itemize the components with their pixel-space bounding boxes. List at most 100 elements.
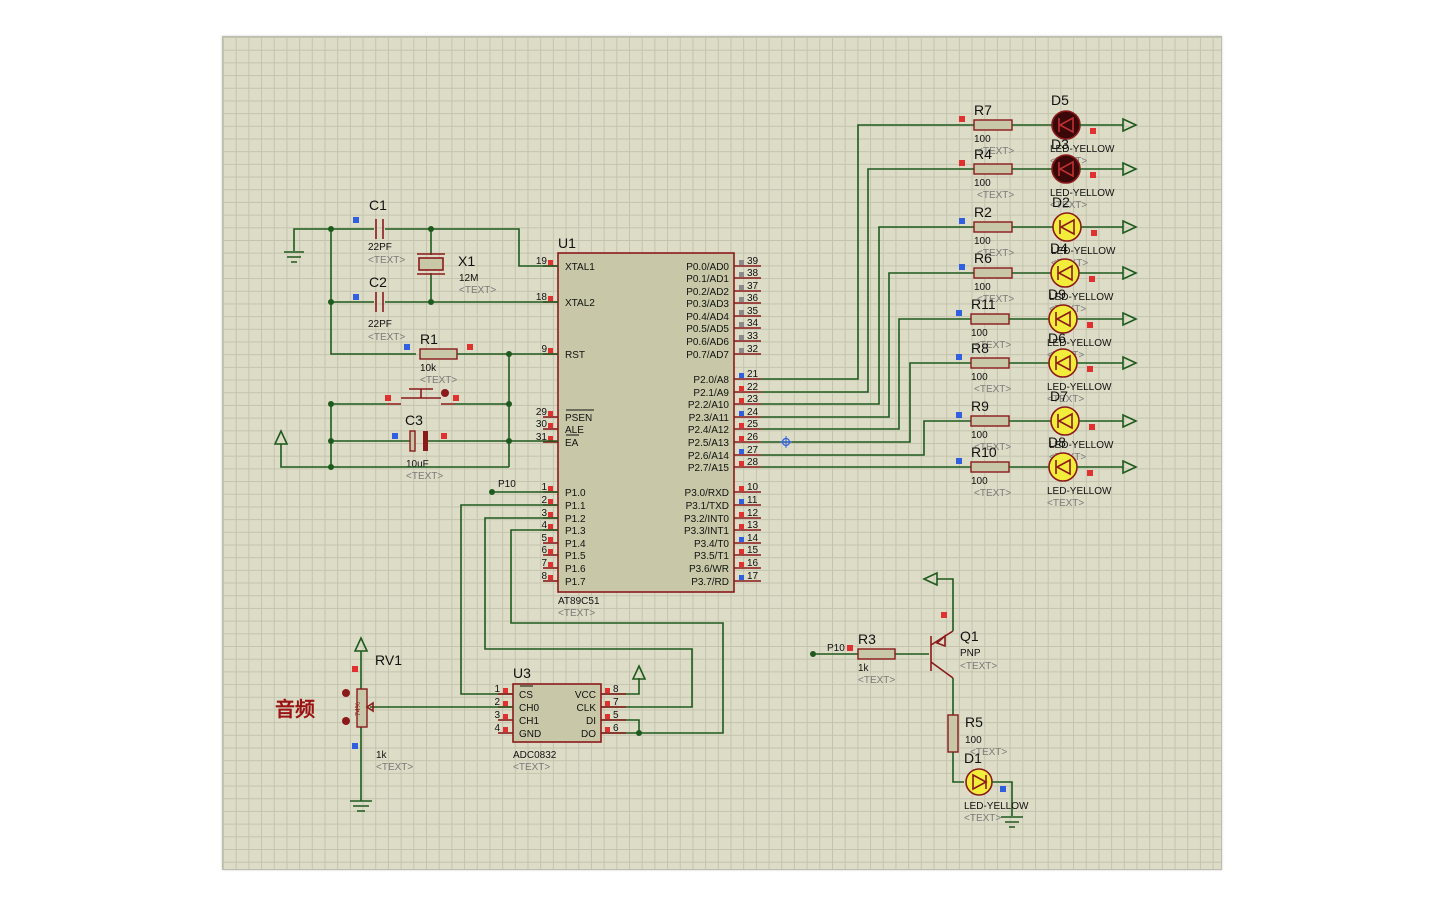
led-resistor[interactable] bbox=[970, 313, 1010, 325]
pin-state-marker bbox=[1090, 172, 1096, 178]
c3-text: <TEXT> bbox=[406, 471, 443, 482]
mcu-pin-name: P3.0/RXD bbox=[685, 488, 729, 499]
led-diode-icon[interactable] bbox=[1048, 304, 1078, 334]
pin-state-marker bbox=[548, 575, 553, 580]
pin-state-marker bbox=[956, 458, 962, 464]
pin-state-marker bbox=[956, 354, 962, 360]
led-diode-icon[interactable] bbox=[1050, 406, 1080, 436]
c2-text: <TEXT> bbox=[368, 332, 405, 343]
led-ref: D3 bbox=[1051, 136, 1069, 152]
mcu-pin-number: 26 bbox=[747, 432, 759, 443]
pin-state-marker bbox=[739, 537, 744, 542]
led-diode-icon[interactable] bbox=[1050, 258, 1080, 288]
c3-ref: C3 bbox=[405, 412, 423, 428]
mcu-pin-name: P1.1 bbox=[565, 501, 586, 512]
led-diode-icon[interactable] bbox=[1048, 348, 1078, 378]
led-diode-icon[interactable] bbox=[1051, 154, 1081, 184]
led-resistor[interactable] bbox=[970, 415, 1010, 427]
led-wire bbox=[761, 272, 974, 418]
c2-ref: C2 bbox=[369, 274, 387, 290]
mcu-pin-number: 15 bbox=[747, 545, 759, 556]
clock-circuit[interactable]: C1 22PF <TEXT> C2 22PF <TEXT> X1 12M <TE… bbox=[284, 197, 558, 355]
led-resistor[interactable] bbox=[970, 461, 1010, 473]
pin-state-marker bbox=[959, 160, 965, 166]
led-resistor-value: 100 bbox=[971, 476, 988, 487]
led-resistor[interactable] bbox=[973, 267, 1013, 279]
adc-ref: U3 bbox=[513, 665, 531, 681]
pin-state-marker bbox=[739, 411, 744, 416]
led-bank[interactable]: R7100<TEXT>D5LED-YELLOW<TEXT>R4100<TEXT>… bbox=[761, 92, 1138, 509]
pin-state-marker bbox=[548, 423, 553, 428]
led-diode-icon[interactable] bbox=[1048, 452, 1078, 482]
led-resistor[interactable] bbox=[973, 221, 1013, 233]
pin-state-marker bbox=[739, 549, 744, 554]
led-resistor-text: <TEXT> bbox=[974, 384, 1011, 395]
rv1-text: <TEXT> bbox=[376, 762, 413, 773]
p1-adc-wiring: P10 bbox=[460, 479, 724, 736]
pin-state-marker bbox=[548, 549, 553, 554]
led-text: <TEXT> bbox=[1047, 498, 1084, 509]
led-diode-icon[interactable] bbox=[1052, 212, 1082, 242]
mcu-pin-number: 6 bbox=[541, 545, 547, 556]
led-resistor[interactable] bbox=[973, 163, 1013, 175]
mcu-pin-name: P3.7/RD bbox=[691, 577, 729, 588]
led-resistor-ref: R7 bbox=[974, 102, 992, 118]
pin-state-marker bbox=[739, 310, 744, 315]
adc-pin-name: DI bbox=[586, 716, 596, 727]
mcu-pin-number: 1 bbox=[541, 482, 547, 493]
potentiometer-rv1[interactable]: 74% RV1 1k <TEXT> 音频 bbox=[275, 636, 513, 812]
led-wire bbox=[761, 168, 974, 393]
q1-type: PNP bbox=[960, 648, 981, 659]
mcu-pin-number: 23 bbox=[747, 394, 759, 405]
led-ref: D5 bbox=[1051, 92, 1069, 108]
mcu-pin-number: 39 bbox=[747, 256, 759, 267]
led-diode-icon[interactable] bbox=[1051, 110, 1081, 140]
mcu-pin-number: 36 bbox=[747, 293, 759, 304]
led-part: LED-YELLOW bbox=[1047, 338, 1112, 349]
mcu-pin-number: 27 bbox=[747, 445, 759, 456]
pin-state-marker bbox=[739, 512, 744, 517]
led-ref: D9 bbox=[1048, 286, 1066, 302]
led-resistor[interactable] bbox=[973, 119, 1013, 131]
mcu-pin-name: P0.7/AD7 bbox=[686, 350, 729, 361]
led-resistor-value: 100 bbox=[974, 134, 991, 145]
led-ref: D8 bbox=[1048, 434, 1066, 450]
mcu-pin-number: 16 bbox=[747, 558, 759, 569]
led-resistor-text: <TEXT> bbox=[974, 340, 1011, 351]
mcu-pin-name: P2.6/A14 bbox=[688, 451, 730, 462]
schematic-canvas[interactable]: U1 AT89C51 <TEXT> 19XTAL118XTAL29RST29PS… bbox=[223, 37, 1221, 869]
adc-pin-name: CH0 bbox=[519, 703, 539, 714]
mcu-ref: U1 bbox=[558, 235, 576, 251]
led-resistor-value: 100 bbox=[974, 178, 991, 189]
adc-pin-number: 5 bbox=[613, 710, 619, 721]
led-triangle-icon bbox=[1055, 310, 1071, 328]
mcu-text: <TEXT> bbox=[558, 608, 595, 619]
pin-state-marker bbox=[1087, 322, 1093, 328]
q1-text: <TEXT> bbox=[960, 661, 997, 672]
reset-circuit[interactable]: R1 10k <TEXT> C3 10uF <TEXT> bbox=[273, 331, 558, 482]
pin-state-marker bbox=[739, 335, 744, 340]
pin-state-marker bbox=[739, 297, 744, 302]
pin-state-marker bbox=[739, 348, 744, 353]
adc-pin-name: CH1 bbox=[519, 716, 539, 727]
power-arrow-icon bbox=[1122, 355, 1138, 371]
power-arrow-icon bbox=[1122, 219, 1138, 235]
mcu-pin-number: 31 bbox=[536, 432, 548, 443]
transistor-section[interactable]: P10 R3 1k <TEXT> Q1 PNP <TEXT> R5 100 <T… bbox=[810, 571, 1029, 828]
mcu-pin-name: P1.0 bbox=[565, 488, 586, 499]
led-text: <TEXT> bbox=[1047, 394, 1084, 405]
mcu-u1[interactable]: U1 AT89C51 <TEXT> 19XTAL118XTAL29RST29PS… bbox=[536, 235, 761, 619]
mcu-pin-number: 7 bbox=[541, 558, 547, 569]
adc-pin-number: 4 bbox=[494, 723, 500, 734]
led-part: LED-YELLOW bbox=[1049, 440, 1114, 451]
mcu-pin-number: 12 bbox=[747, 508, 759, 519]
mcu-pin-name: P0.3/AD3 bbox=[686, 299, 729, 310]
led-resistor[interactable] bbox=[970, 357, 1010, 369]
